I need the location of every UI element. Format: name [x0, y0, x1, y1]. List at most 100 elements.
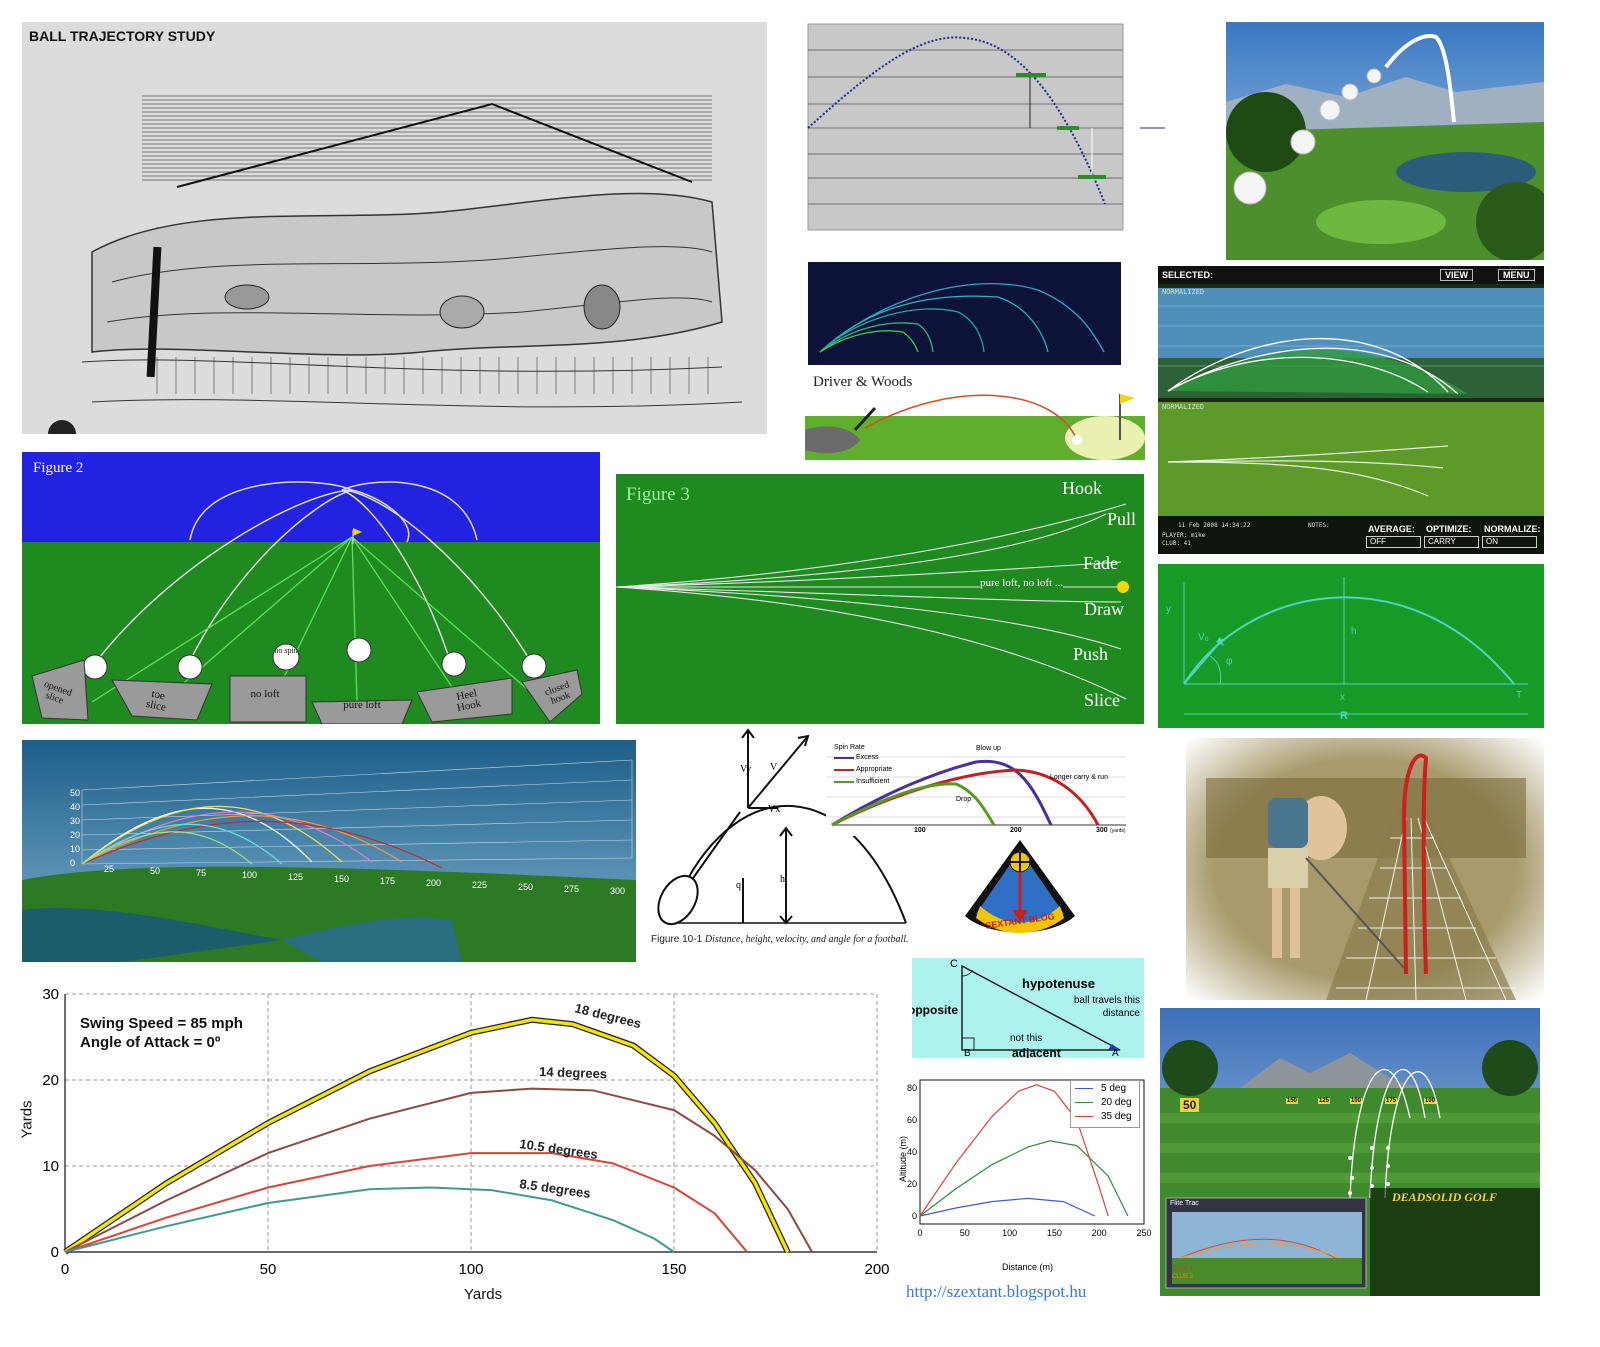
selected-label: SELECTED: [1162, 270, 1214, 280]
spin-x-tick: 100 [914, 827, 926, 834]
normalize-select[interactable]: ON [1482, 536, 1537, 548]
legend-label: 20 deg [1101, 1096, 1132, 1108]
average-select[interactable]: OFF [1366, 536, 1421, 548]
spin-x-unit: (yards) [1110, 828, 1126, 834]
projectile-panel: y V₀ φ h x T R [1158, 564, 1544, 728]
triangle-svg [961, 964, 1121, 1051]
projectile-svg [1183, 577, 1528, 715]
swing-y-tick: 30 [42, 986, 59, 1003]
swing-series-label: 10.5 degrees [519, 1136, 599, 1162]
spin-legend-excess: Excess [856, 754, 879, 761]
triangle-hypotenuse: hypotenuse [1022, 976, 1095, 991]
yardage-y-tick: 0 [70, 858, 76, 868]
club2-label: CLUB 2 [1172, 1274, 1194, 1280]
swing-ylabel: Yards [18, 1100, 36, 1139]
spin-drop: Drop [956, 796, 972, 803]
altitude-y-tick: 60 [907, 1115, 917, 1125]
football-caption: Figure 10-1 Distance, height, velocity, … [651, 934, 909, 946]
altitude-y-tick: 20 [907, 1179, 917, 1189]
triangle-diagram: C B A hypotenuse ball travels this dista… [912, 958, 1144, 1058]
swing-series-line [64, 1018, 790, 1254]
spin-rate-svg [826, 756, 1126, 827]
blue-trajectory-svg [808, 262, 1121, 365]
driver-woods-svg [805, 394, 1145, 460]
spin-legend-title: Spin Rate [834, 744, 865, 751]
swing-y-tick: 0 [51, 1244, 59, 1261]
figure2-title: Figure 2 [33, 460, 84, 476]
average-label: AVERAGE: [1368, 524, 1415, 534]
triangle-a-label: A [1112, 1048, 1119, 1058]
flag-100: 100 [1350, 1098, 1363, 1104]
altitude-y-tick: 0 [912, 1211, 917, 1221]
projectile-v0-label: V₀ [1198, 632, 1209, 643]
deadsolid-svg [1160, 1008, 1540, 1296]
altitude-x-tick: 50 [960, 1228, 970, 1238]
swing-series-line [64, 1152, 748, 1253]
spin-x-tick: 200 [1010, 827, 1022, 834]
swing-series-label: 14 degrees [539, 1064, 607, 1081]
altitude-x-tick: 100 [1002, 1228, 1017, 1238]
optimize-select[interactable]: CARRY [1424, 536, 1479, 548]
legend-swatch [1075, 1087, 1093, 1089]
flag-150: 150 [1286, 1098, 1299, 1104]
yardage-x-tick: 175 [380, 876, 396, 886]
figure3-label-slice: Slice [1084, 690, 1120, 710]
yardage-y-tick: 20 [70, 830, 81, 840]
legend-swatch [1075, 1101, 1093, 1103]
golfer-photo [1186, 738, 1544, 1000]
swing-x-tick: 100 [458, 1261, 483, 1278]
altitude-frame [919, 1079, 1145, 1225]
spin-x-tick: 300 [1096, 827, 1108, 834]
figure2-panel: Figure 2 no spin opened slice toe slice … [22, 452, 600, 724]
normalized-lower-label: NORMALIZED [1162, 403, 1205, 411]
altitude-legend-item: 5 deg [1071, 1081, 1139, 1095]
triangle-not-this: not this [1010, 1033, 1043, 1044]
flag-50: 50 [1180, 1098, 1200, 1112]
yardage-y-ticks: 50 40 30 20 10 0 [70, 786, 80, 870]
flag-175: 175 [1385, 1098, 1398, 1104]
yardage-3d-svg [22, 740, 636, 962]
altitude-legend-item: 20 deg [1071, 1095, 1139, 1109]
swing-annotation-line1: Swing Speed = 85 mph [80, 1015, 243, 1032]
swing-x-tick: 50 [260, 1261, 277, 1278]
yardage-x-tick: 75 [196, 868, 207, 878]
golf-sim-scene [1226, 22, 1544, 260]
yardage-x-tick: 125 [288, 872, 304, 882]
swing-x-tick: 200 [864, 1261, 889, 1278]
player-label: PLAYER: mike [1162, 532, 1206, 539]
trajectory-study-drawing [22, 22, 767, 434]
gray-trajectory-svg [807, 23, 1165, 231]
yardage-x-tick: 25 [104, 864, 115, 874]
legend-label: 35 deg [1101, 1110, 1132, 1122]
projectile-x-label: x [1340, 692, 1345, 703]
yardage-y-tick: 10 [70, 844, 81, 854]
flag-125: 125 [1318, 1098, 1331, 1104]
gray-trajectory-chart [780, 22, 1170, 254]
view-button[interactable]: VIEW [1440, 269, 1474, 281]
yardage-x-tick: 275 [564, 884, 580, 894]
blog-url[interactable]: http://szextant.blogspot.hu [906, 1282, 1087, 1301]
session-date: 11 Feb 2008 14:34:22 [1178, 522, 1251, 529]
blue-trajectory-panel [808, 262, 1121, 365]
triangle-c-label: C [950, 958, 958, 970]
spin-rate-panel: Spin Rate Excess Appropriate Insufficien… [826, 742, 1132, 836]
football-diagram-panel: Vy V Vx q h Figure 10-1 Distance, height… [648, 728, 910, 964]
projectile-phi-label: φ [1226, 656, 1233, 667]
sextant-logo-svg [965, 840, 1075, 933]
yardage-x-tick: 150 [334, 874, 350, 884]
altitude-y-tick: 80 [907, 1083, 917, 1093]
spin-legend-insufficient: Insufficient [856, 778, 890, 785]
swing-series-outline [63, 1016, 791, 1255]
yardage-y-tick: 50 [70, 788, 81, 798]
triangle-opposite: opposite [912, 1003, 958, 1017]
triangle-b-label: B [964, 1048, 971, 1058]
menu-button[interactable]: MENU [1498, 269, 1535, 281]
projectile-y-label: y [1166, 604, 1171, 615]
projectile-r-label: R [1340, 710, 1348, 722]
figure3-label-fade: Fade [1083, 553, 1118, 573]
driver-woods-label: Driver & Woods [813, 374, 913, 390]
football-caption-text: Distance, height, velocity, and angle fo… [704, 934, 909, 945]
